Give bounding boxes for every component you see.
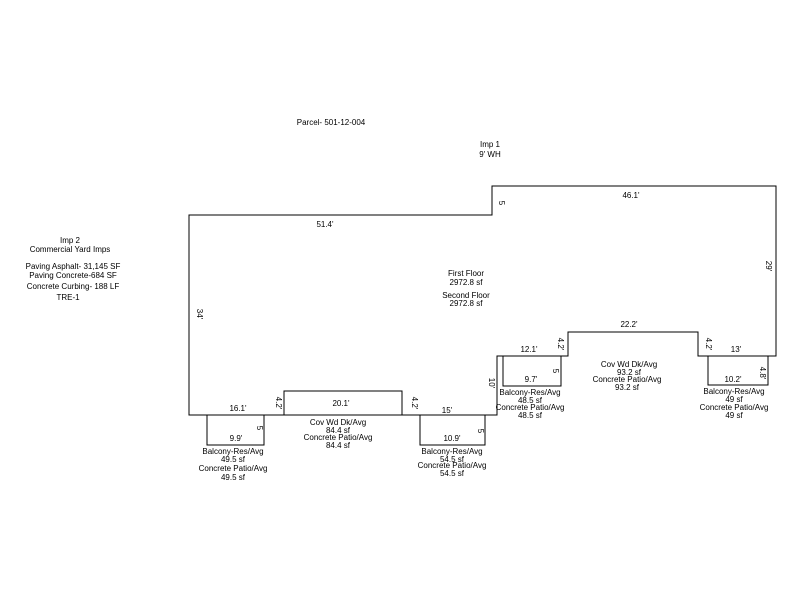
balcony-width: 9.9': [230, 434, 243, 443]
balcony-2: [419, 414, 486, 446]
balcony-3: [502, 355, 562, 387]
patio-area: 49 sf: [725, 411, 743, 420]
dim-deck-right-side-a: 4.2': [556, 338, 565, 351]
deck-label: Cov Wd Dk/Avg: [310, 418, 366, 427]
patio-area: 93.2 sf: [615, 383, 640, 392]
balcony-label: Balcony-Res/Avg: [703, 387, 764, 396]
balcony-width: 10.2': [724, 375, 742, 384]
balcony-depth: 4.8': [758, 367, 767, 380]
patio-label: Concrete Patio/Avg: [304, 433, 373, 442]
dim-top-left: 51.4': [316, 220, 334, 229]
balcony-4: [707, 355, 769, 386]
imp2-subtitle: Commercial Yard Imps: [30, 245, 111, 254]
parcel-label: Parcel- 501-12-004: [297, 118, 366, 127]
second-floor-label: Second Floor: [442, 291, 490, 300]
building-outline: [188, 185, 777, 416]
balcony-label: Balcony-Res/Avg: [202, 447, 263, 456]
patio-area: 49.5 sf: [221, 473, 246, 482]
dim-deck-left-side-b: 4.2': [410, 397, 419, 410]
imp2-item: Concrete Curbing- 188 LF: [27, 282, 120, 291]
first-floor-label: First Floor: [448, 269, 484, 278]
dim-step: 5: [497, 201, 506, 206]
imp1-wall-height: 9' WH: [479, 150, 501, 159]
patio-area: 48.5 sf: [518, 411, 543, 420]
dim-upper-left: 12.1': [520, 345, 538, 354]
imp2-title: Imp 2: [60, 236, 81, 245]
balcony-area: 49.5 sf: [221, 455, 246, 464]
patio-label: Concrete Patio/Avg: [199, 464, 268, 473]
balcony-width: 10.9': [443, 434, 461, 443]
dim-bottom-mid: 15': [442, 406, 453, 415]
dim-notch: 10': [487, 378, 496, 389]
dim-deck-left-side-a: 4.2': [274, 397, 283, 410]
dim-deck-right-side-b: 4.2': [704, 338, 713, 351]
first-floor-area: 2972.8 sf: [450, 278, 484, 287]
balcony-1: [206, 414, 265, 446]
dim-left: 34': [195, 309, 204, 320]
balcony-area: 54.5 sf: [440, 455, 465, 464]
patio-label: Concrete Patio/Avg: [418, 461, 487, 470]
imp1-title: Imp 1: [480, 140, 501, 149]
patio-label: Concrete Patio/Avg: [496, 403, 565, 412]
balcony-depth: 5: [255, 426, 264, 431]
patio-area: 54.5 sf: [440, 469, 465, 478]
balcony-label: Balcony-Res/Avg: [499, 388, 560, 397]
dim-bottom-left: 16.1': [229, 404, 247, 413]
patio-label: Concrete Patio/Avg: [593, 375, 662, 384]
deck-label: Cov Wd Dk/Avg: [601, 360, 657, 369]
patio-label: Concrete Patio/Avg: [700, 403, 769, 412]
imp2-code: TRE-1: [56, 293, 80, 302]
balcony-area: 49 sf: [725, 395, 743, 404]
second-floor-area: 2972.8 sf: [450, 299, 484, 308]
imp2-item: Paving Asphalt- 31,145 SF: [26, 262, 121, 271]
balcony-width: 9.7': [525, 375, 538, 384]
dim-top-right: 46.1': [622, 191, 640, 200]
deck-area: 84.4 sf: [326, 426, 351, 435]
balcony-area: 48.5 sf: [518, 396, 543, 405]
balcony-depth: 5: [476, 429, 485, 434]
dim-upper-right: 13': [731, 345, 742, 354]
patio-area: 84.4 sf: [326, 441, 351, 450]
imp2-item: Paving Concrete-684 SF: [29, 271, 117, 280]
dim-deck-left-width: 20.1': [332, 399, 350, 408]
deck-area: 93.2 sf: [617, 368, 642, 377]
balcony-depth: 5: [551, 369, 560, 374]
dim-right: 29': [764, 261, 773, 272]
floor-areas: First Floor 2972.8 sf Second Floor 2972.…: [442, 269, 490, 308]
balcony-label: Balcony-Res/Avg: [421, 447, 482, 456]
imp2-notes: Imp 2 Commercial Yard Imps Paving Asphal…: [26, 236, 121, 302]
dim-deck-right-width: 22.2': [620, 320, 638, 329]
